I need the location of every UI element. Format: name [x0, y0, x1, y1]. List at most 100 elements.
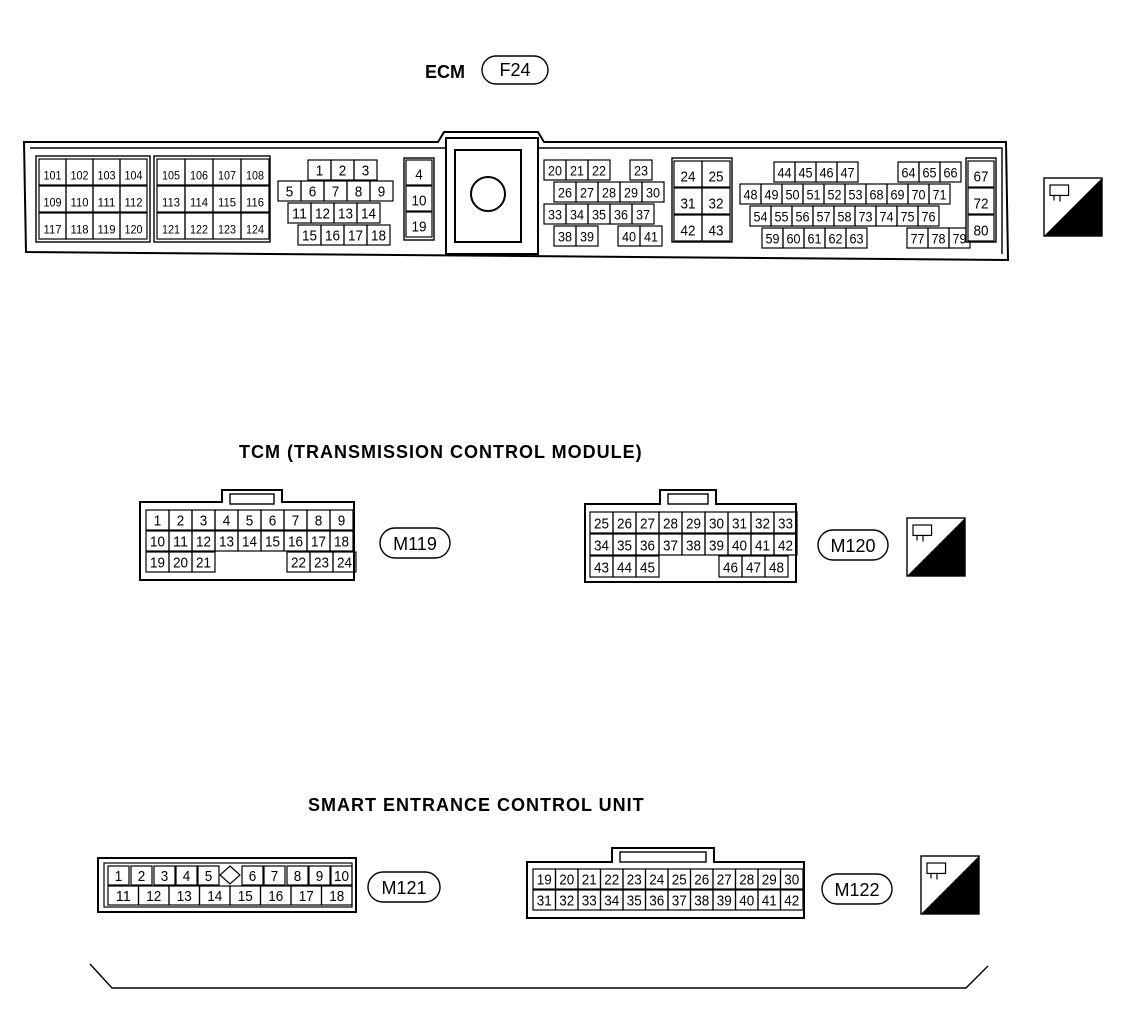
ecm-pin-number: 56 [796, 209, 810, 225]
ecm-pin-number: 124 [246, 222, 264, 236]
ecm-pin-number: 112 [125, 195, 143, 209]
ecm-pin-number: 106 [190, 168, 208, 182]
ecm-pin-number: 71 [933, 187, 947, 203]
f24-badge [481, 55, 549, 85]
ecm-pin-number: 55 [775, 209, 789, 225]
m119-pin-cell [332, 551, 357, 573]
ecm-pin-number: 8 [355, 184, 363, 201]
ecm-pin-number: 25 [709, 168, 724, 185]
m119-pin-number: 18 [334, 534, 349, 551]
ecm-pin-number: 43 [709, 222, 724, 239]
m121-pin-cell [286, 865, 309, 886]
ecm-pin-cell [366, 224, 391, 246]
ecm-pin-number: 6 [309, 184, 317, 201]
ecm-pin-number: 44 [778, 165, 792, 181]
m119-label: M119 [393, 534, 437, 554]
ecm-pin-cell [928, 183, 951, 205]
m122-pin-number: 36 [649, 893, 664, 910]
ecm-pin-number: 58 [838, 209, 852, 225]
m120-pin-number: 46 [723, 559, 738, 576]
ecm-pin-number: 1 [316, 163, 324, 180]
ecm-pin-number: 117 [44, 222, 62, 236]
ecm-pin-number: 115 [218, 195, 236, 209]
m120-pin-number: 27 [640, 515, 655, 532]
ecm-pin-cell [629, 159, 653, 181]
m119-pin-number: 2 [177, 513, 185, 530]
ecm-pin-number: 26 [558, 185, 572, 201]
ecm-pin-cell [119, 158, 148, 186]
ecm-pin-number: 64 [902, 165, 916, 181]
m120-pin-number: 37 [663, 537, 678, 554]
m119-pin-number: 8 [315, 513, 323, 530]
m121-label: M121 [381, 878, 426, 898]
ecm-pin-number: 40 [622, 229, 636, 245]
ecm-pin-cell [631, 203, 655, 225]
hs-label: H.S. [933, 555, 960, 571]
ecm-pin-number: 110 [71, 195, 89, 209]
m120-pin-cell [773, 533, 798, 556]
ecm-pin-cell [575, 225, 599, 247]
ecm-pin-number: 45 [799, 165, 813, 181]
ecm-pin-number: 47 [841, 165, 855, 181]
m120-pin-number: 34 [594, 537, 609, 554]
hs-icon-ecm: H.S. [1043, 177, 1103, 237]
m119-pin-number: 21 [196, 555, 211, 572]
ecm-pin-number: 48 [744, 187, 758, 203]
m121-pin-cell [241, 865, 264, 886]
m121-pin-number: 4 [183, 868, 191, 885]
ecm-pin-number: 103 [98, 168, 116, 182]
ecm-pin-number: 5 [286, 184, 294, 201]
ecm-pin-cell [405, 185, 433, 212]
m122-pin-number: 23 [627, 872, 642, 889]
ecm-pin-number: 15 [302, 228, 317, 245]
m119-pin-number: 6 [269, 513, 277, 530]
m119-pin-number: 16 [288, 534, 303, 551]
ecm-pin-cell [405, 211, 433, 238]
ecm-pin-number: 30 [646, 185, 660, 201]
m122-pin-number: 26 [694, 872, 709, 889]
ecm-pin-number: 114 [190, 195, 208, 209]
ecm-pin-number: 118 [71, 222, 89, 236]
m120-pin-cell [764, 555, 789, 578]
f24-label: F24 [499, 60, 530, 80]
ecm-pin-number: 23 [634, 163, 648, 179]
m120-pin-number: 47 [746, 559, 761, 576]
m119-badge [379, 527, 451, 559]
ecm-pin-number: 9 [378, 184, 386, 201]
ecm-pin-number: 76 [922, 209, 936, 225]
m119-pin-number: 23 [314, 555, 329, 572]
m120-pin-number: 40 [732, 537, 747, 554]
ecm-pin-number: 20 [548, 163, 562, 179]
m119-pin-cell [329, 530, 354, 552]
m122-pin-number: 25 [672, 872, 687, 889]
ecm-pin-number: 18 [371, 228, 386, 245]
m121-key-diamond [219, 865, 241, 885]
m122-pin-number: 42 [784, 893, 799, 910]
ecm-pin-number: 11 [292, 206, 307, 223]
m121-pin-number: 11 [116, 888, 131, 905]
ecm-pin-cell [240, 185, 270, 213]
m121-pin-number: 5 [205, 868, 213, 885]
ecm-pin-cell [967, 187, 995, 215]
m122-pin-cell [779, 889, 804, 911]
m119-pin-cell [191, 551, 216, 573]
m122-pin-number: 27 [717, 872, 732, 889]
ecm-pin-number: 14 [361, 206, 376, 223]
m120-pin-number: 31 [732, 515, 747, 532]
ecm-pin-number: 109 [44, 195, 62, 209]
m122-pin-number: 37 [672, 893, 687, 910]
ecm-pin-number: 3 [362, 163, 370, 180]
m119-pin-number: 3 [200, 513, 208, 530]
m122-pin-number: 24 [649, 872, 664, 889]
ecm-pin-number: 35 [592, 207, 606, 223]
m122-pin-number: 35 [627, 893, 642, 910]
ecm-pin-cell [845, 227, 868, 249]
ecm-pin-number: 27 [580, 185, 594, 201]
m119-connector [139, 489, 355, 581]
ecm-pin-number: 119 [98, 222, 116, 236]
ecm-pin-number: 108 [246, 168, 264, 182]
ecm-pin-cell [939, 161, 962, 183]
m122-pin-number: 40 [739, 893, 754, 910]
hs-icon-m120: H.S. [906, 517, 966, 577]
